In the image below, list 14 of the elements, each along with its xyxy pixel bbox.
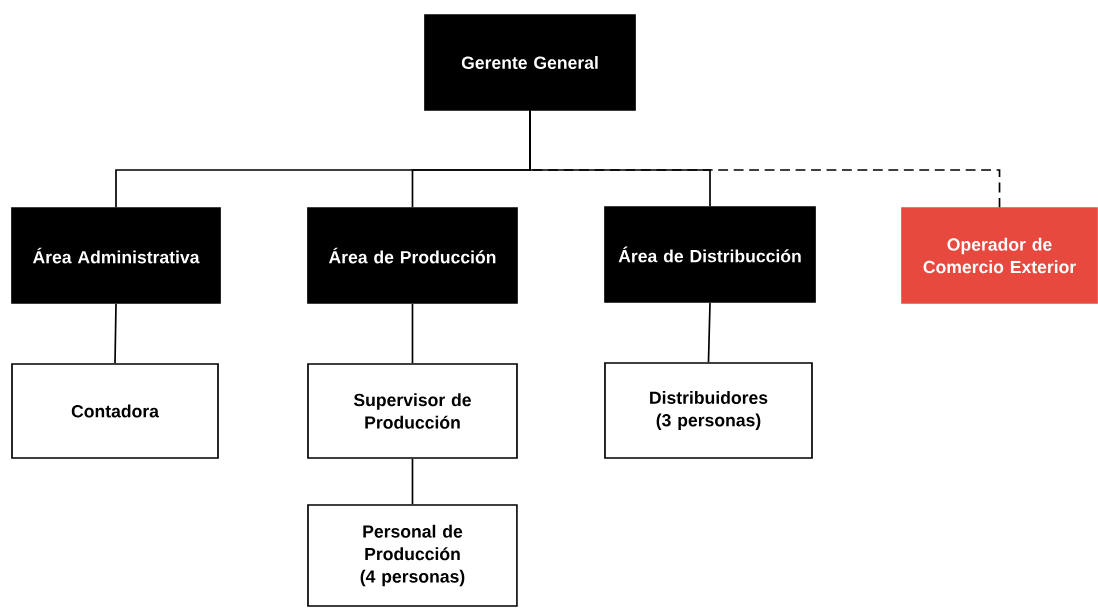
connector-line [529,110,1001,209]
role-box: Contadora [11,363,219,459]
role-box: Personal de Producción (4 personas) [307,504,518,607]
role-box: Operador de Comercio Exterior [901,207,1098,304]
connector-line [411,458,414,505]
department-box: Área Administrativa [11,207,221,304]
connector-line [114,303,117,364]
connector-line [707,302,711,363]
department-box: Área de Distribucción [604,206,816,303]
connector-line [411,303,414,364]
role-box: Distribuidores (3 personas) [604,362,813,459]
role-box: Supervisor de Producción [307,363,518,459]
manager-box: Gerente General [424,14,636,111]
department-box: Área de Producción [307,207,518,304]
